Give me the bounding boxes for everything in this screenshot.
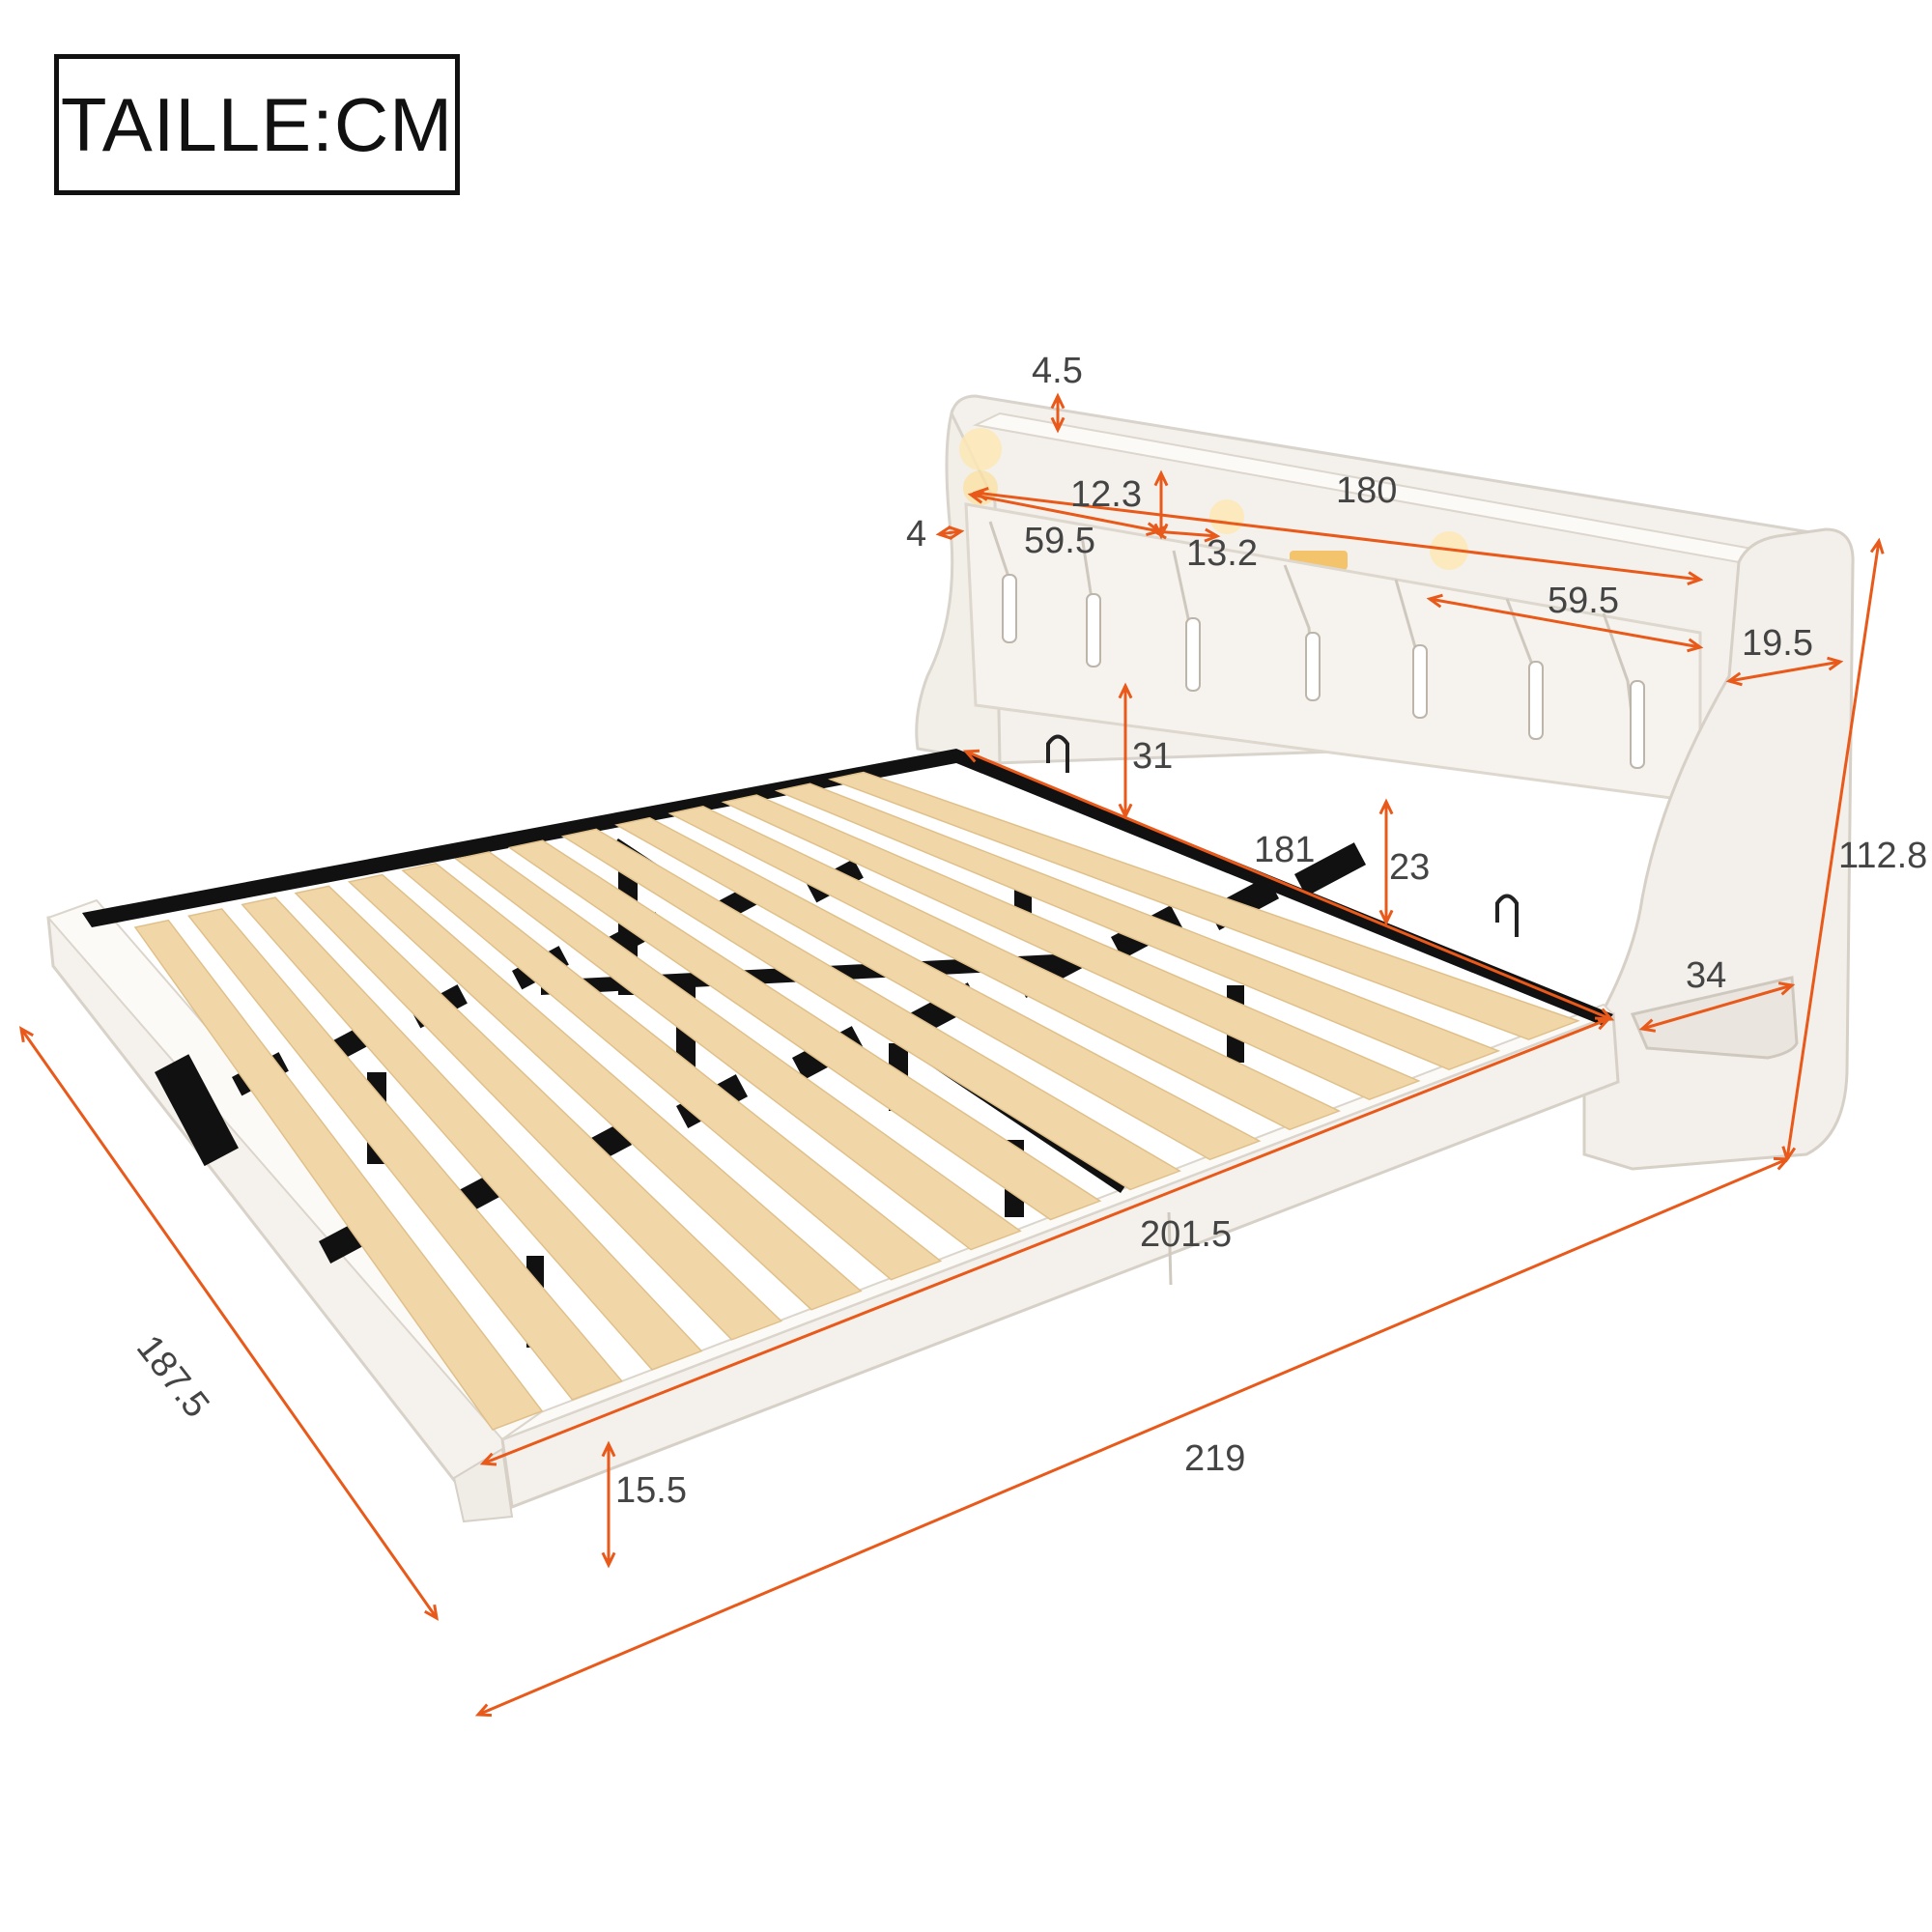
dim-total-width: 187.5 [128, 1328, 217, 1426]
dimline-slat-length [479, 1016, 1612, 1466]
dimline-panel-right [1426, 593, 1704, 653]
dimline-total-width [19, 1026, 439, 1621]
dimline-total-length [474, 1156, 1791, 1718]
right-rail-top [501, 1003, 1615, 1440]
slat-12 [721, 794, 1421, 1101]
dim-slat-length: 201.5 [1140, 1214, 1232, 1255]
dim-total-length: 219 [1184, 1438, 1245, 1479]
dim-pocket-width: 34 [1686, 955, 1726, 996]
dim-side-offset: 4 [906, 514, 926, 554]
dim-slat-width: 181 [1254, 830, 1315, 870]
frame-spine [541, 838, 1130, 1193]
light-left [959, 428, 1002, 470]
dim-panel-right: 59.5 [1548, 581, 1619, 621]
slats [133, 771, 1580, 1431]
dimline-wing-depth [1725, 656, 1844, 687]
slat-11 [668, 806, 1342, 1131]
rail-seam [1167, 1211, 1173, 1286]
slat-9 [560, 828, 1181, 1191]
dimline-side-offset [935, 526, 965, 540]
dim-middle-gap: 13.2 [1186, 533, 1258, 574]
light-middle [1209, 499, 1244, 534]
frame-support-1 [155, 1054, 239, 1167]
side-pocket [1630, 976, 1799, 1060]
dimline-rail-to-slats [1378, 798, 1394, 926]
lift-handle-right [1495, 894, 1519, 937]
dim-gap-height: 12.3 [1070, 474, 1142, 515]
slat-4 [294, 885, 783, 1341]
slat-8 [507, 839, 1102, 1221]
dimension-labels: 4.5 180 12.3 4 59.5 13.2 59.5 19.5 112.8… [128, 351, 1927, 1511]
slat-6 [401, 862, 943, 1281]
slat-10 [614, 816, 1262, 1161]
dimline-middle-gap [1151, 525, 1221, 543]
dim-wing-depth: 19.5 [1742, 623, 1813, 664]
dim-rail-height: 15.5 [615, 1470, 687, 1511]
dimension-lines [19, 392, 1885, 1718]
slat-1 [133, 919, 544, 1431]
slat-14 [827, 771, 1580, 1040]
dimline-shelf-depth [1050, 392, 1065, 434]
dim-rail-to-slats: 23 [1389, 847, 1430, 888]
lift-handle-left [1046, 734, 1069, 773]
slat-5 [347, 873, 863, 1311]
frame-support-18 [1293, 842, 1367, 896]
slat-2 [187, 908, 623, 1401]
cushion-buttons [1002, 574, 1645, 769]
headboard [915, 394, 1852, 804]
dim-headboard-to-slats: 31 [1132, 736, 1173, 777]
unit-label-box: TAILLE:CM [54, 54, 460, 195]
slat-3 [241, 896, 703, 1371]
dim-panel-left: 59.5 [1024, 521, 1095, 561]
slat-13 [774, 782, 1501, 1070]
dimline-rail-height [601, 1440, 616, 1569]
dim-total-height: 112.8 [1838, 836, 1927, 876]
dim-shelf-depth: 4.5 [1032, 351, 1083, 391]
dimline-pocket-width [1638, 981, 1796, 1033]
unit-label: TAILLE:CM [60, 81, 454, 167]
slat-7 [454, 851, 1022, 1251]
dim-headboard-width: 180 [1336, 470, 1397, 511]
